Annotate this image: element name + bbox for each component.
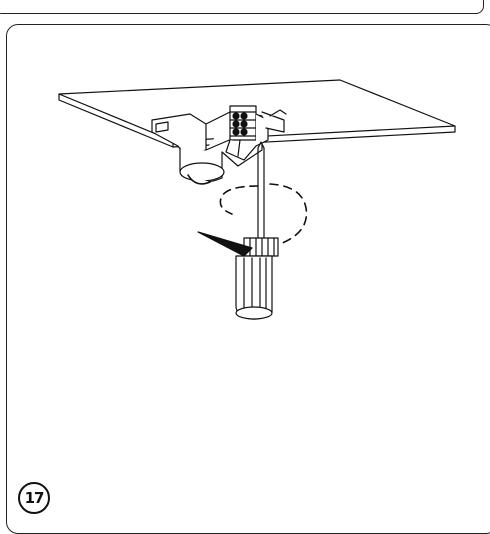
step-number: 17 (24, 488, 45, 507)
top-frame (0, 0, 484, 14)
step-number-badge: 17 (18, 482, 50, 514)
terminal-block (225, 105, 287, 161)
screwdriver-handle (235, 237, 279, 320)
direction-pointer (197, 231, 253, 257)
rotation-arrow (219, 183, 308, 245)
screwdriver-shaft (257, 141, 265, 239)
